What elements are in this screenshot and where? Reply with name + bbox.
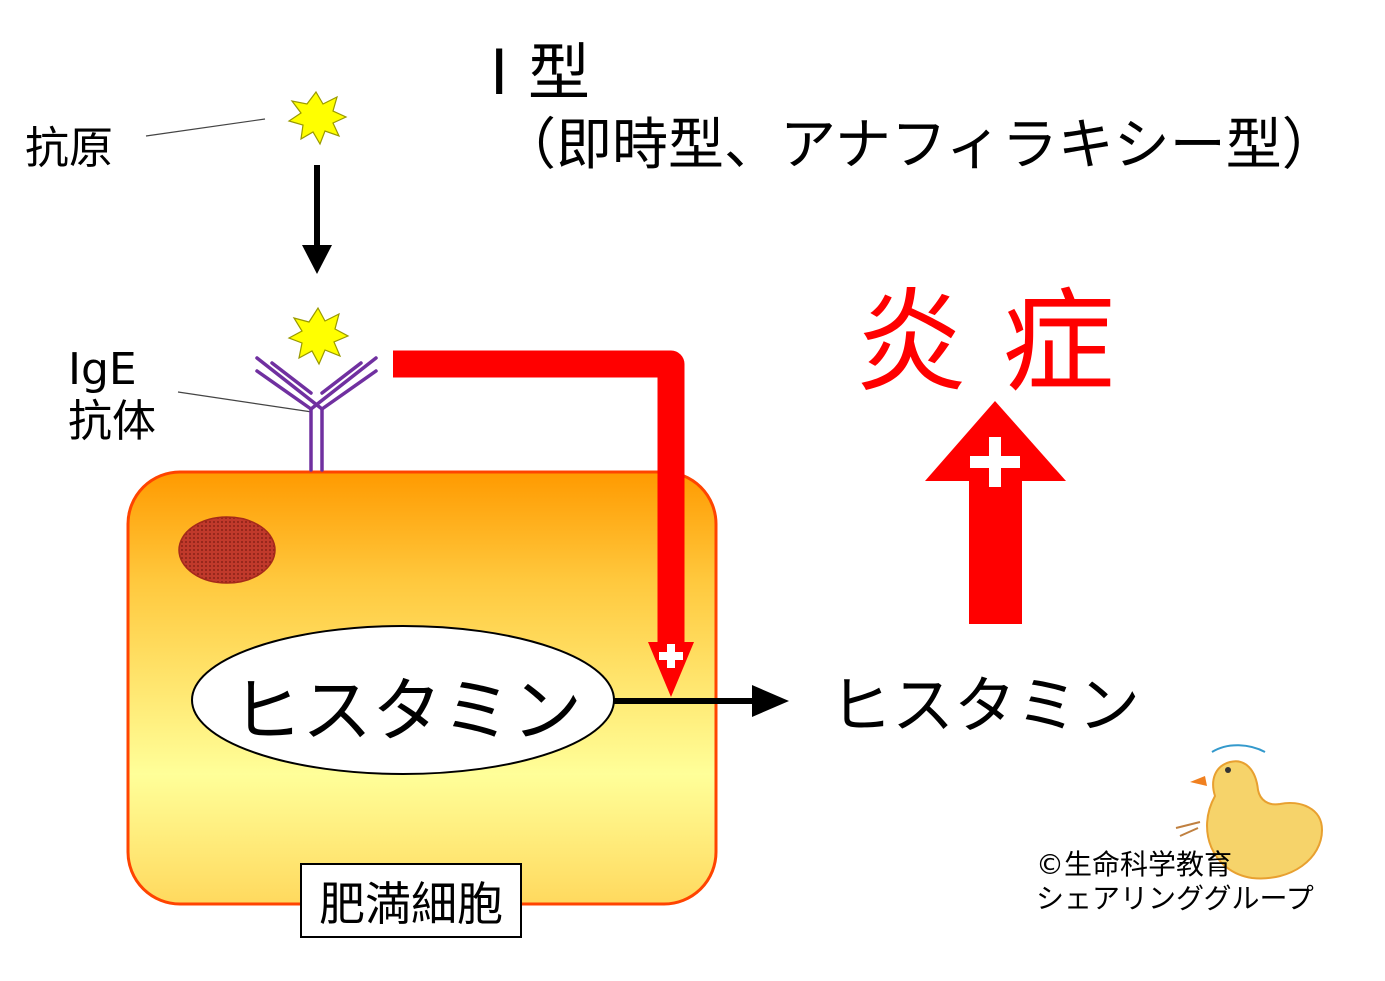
antigen-leader-line	[145, 118, 266, 137]
ige-label-line1: IgE	[68, 344, 137, 395]
ige-label-line2: 抗体	[68, 396, 156, 447]
histamine-inside-label: ヒスタミン	[232, 670, 582, 752]
inflammation-up-arrow	[925, 401, 1066, 624]
ige-leader-line	[177, 391, 313, 413]
ige-antibody-label: IgE 抗体	[68, 344, 156, 448]
mast-cell-label: 肥満細胞	[300, 863, 522, 938]
inflammation-plus-icon	[970, 437, 1020, 487]
credit-line2: シェアリンググループ	[1036, 882, 1314, 915]
credit-line1: ©生命科学教育	[1036, 848, 1233, 881]
copyright-credit: ©生命科学教育 シェアリンググループ	[1036, 848, 1314, 916]
diagram-title: I 型	[490, 36, 590, 109]
activation-arrow	[393, 350, 685, 650]
activation-plus-icon	[659, 644, 683, 668]
antigen-star-icon	[287, 90, 348, 146]
diagram-subtitle: （即時型、アナフィラキシー型）	[500, 113, 1338, 178]
inflammation-label: 炎 症	[855, 278, 1115, 408]
release-arrow-head	[752, 685, 789, 717]
antigen-label: 抗原	[25, 123, 113, 174]
bound-antigen-star-icon	[287, 306, 350, 366]
nucleus	[178, 516, 276, 584]
down-arrow-head	[302, 245, 332, 274]
histamine-released-label: ヒスタミン	[830, 669, 1141, 742]
chick-illustration-icon	[1175, 744, 1324, 880]
ige-antibody-icon	[255, 356, 378, 472]
